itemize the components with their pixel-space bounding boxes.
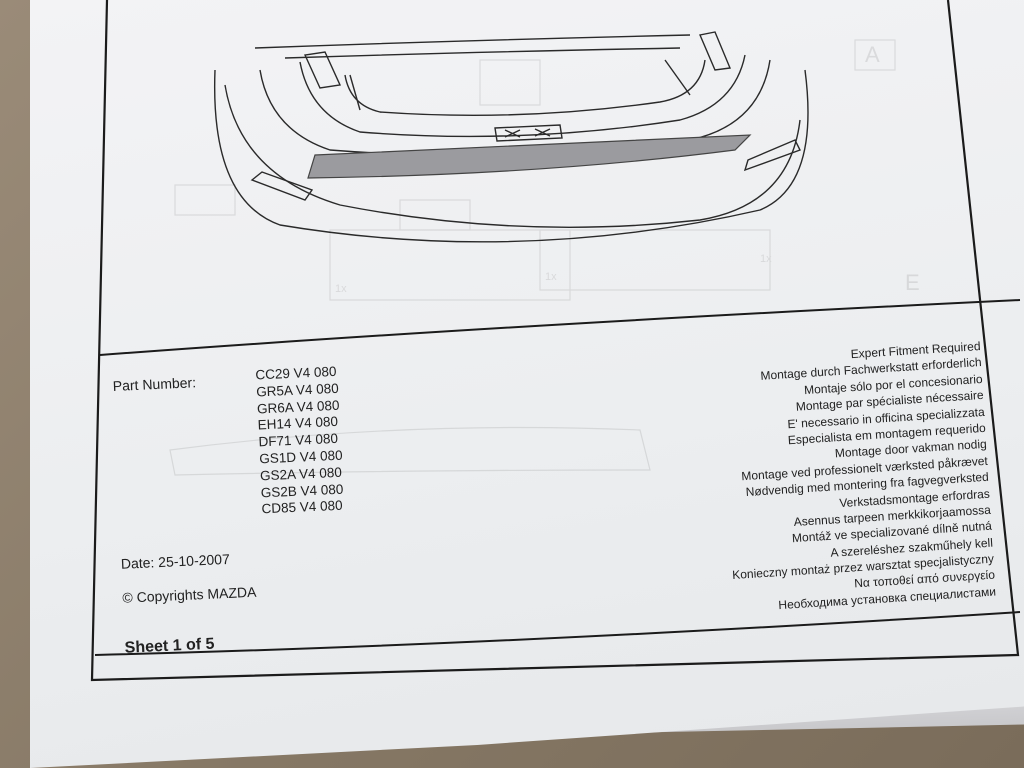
- show-mark-1x-a: 1x: [335, 283, 347, 295]
- show-through-marks: A E 1x 1x 1x: [169, 39, 920, 476]
- part-number-label: Part Number:: [112, 374, 197, 394]
- section-divider: [99, 299, 1021, 356]
- bumper-protector-area: [307, 134, 752, 179]
- copyright-notice: © Copyrights MAZDA: [122, 583, 257, 606]
- fitment-notes: Expert Fitment Required Montage durch Fa…: [641, 338, 997, 629]
- document-date: Date: 25-10-2007: [120, 550, 231, 572]
- show-mark-e: E: [905, 270, 920, 295]
- show-mark-a: A: [865, 42, 880, 67]
- bumper-illustration: [213, 31, 809, 243]
- footer-divider: [94, 611, 1021, 656]
- part-number: CD85 V4 080: [261, 498, 343, 517]
- show-mark-1x-c: 1x: [760, 253, 772, 265]
- part-number-list: CC29 V4 080 GR5A V4 080 GR6A V4 080 EH14…: [255, 364, 345, 519]
- show-mark-1x-b: 1x: [545, 271, 557, 283]
- sheet-number: Sheet 1 of 5: [124, 635, 215, 657]
- part-info: Part Number: CC29 V4 080 GR5A V4 080 GR6…: [112, 345, 625, 667]
- outer-border: [90, 0, 1020, 682]
